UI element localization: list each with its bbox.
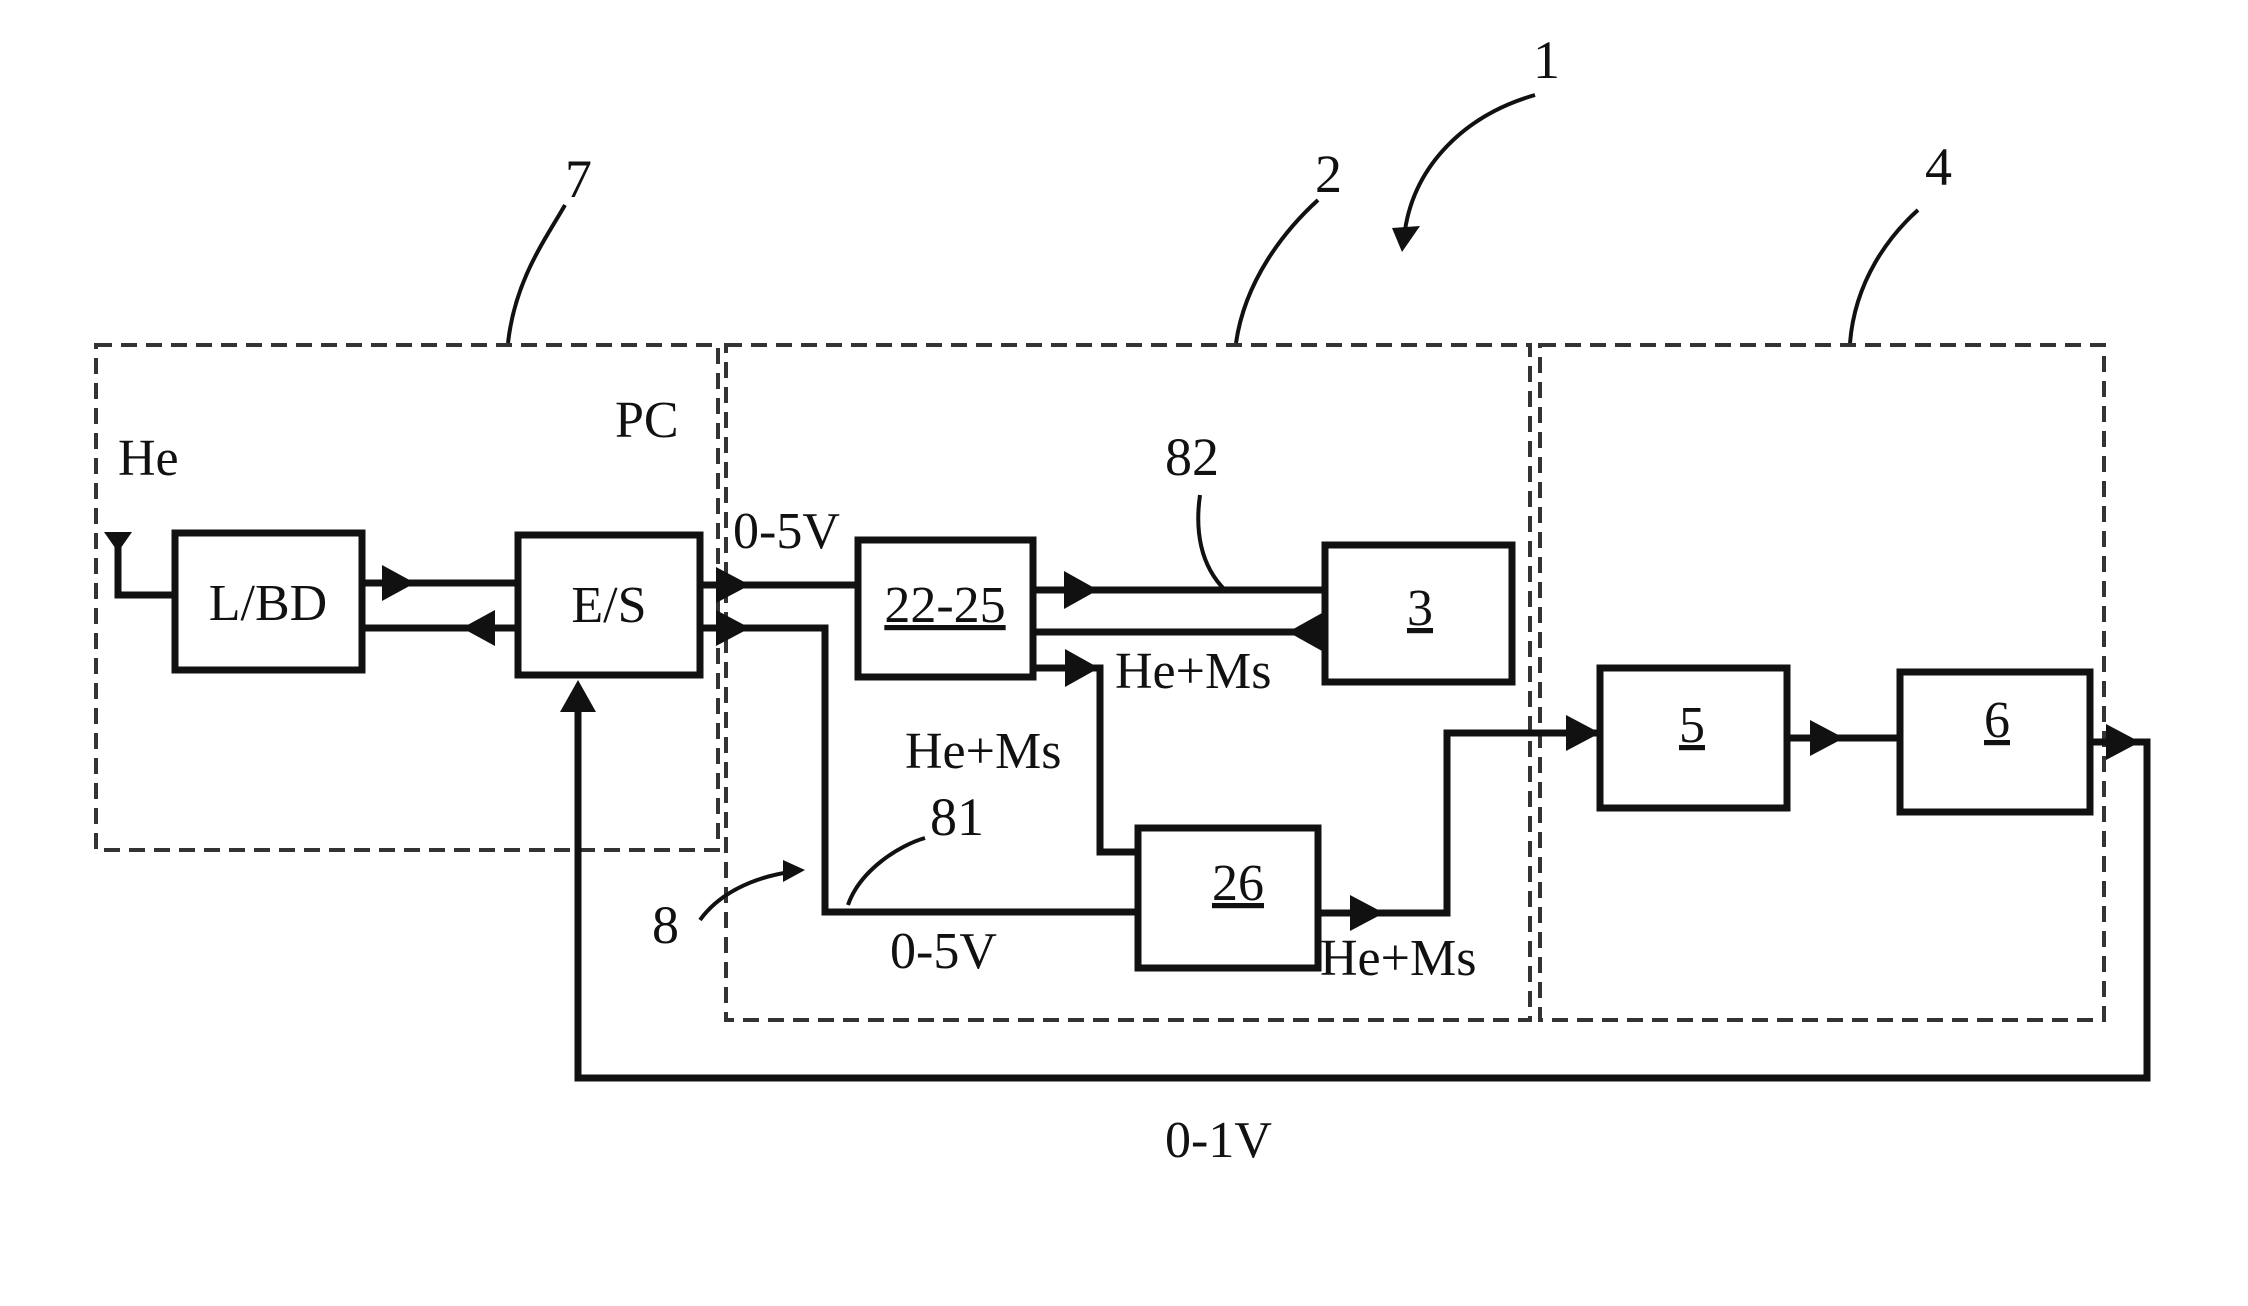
leader-1-arrowhead: [1392, 226, 1420, 252]
ref-82: 82: [1165, 427, 1219, 487]
arrow-5-to-6: [1810, 720, 1844, 756]
arrow-22-25-to-3: [1064, 571, 1098, 609]
label-he-ms-mid: He+Ms: [905, 723, 1061, 780]
arrow-lbd-to-es: [382, 565, 415, 601]
ref-7: 7: [565, 149, 592, 209]
ref-8: 8: [652, 895, 679, 955]
label-pc: PC: [615, 392, 679, 449]
arrow-feedback-into-es: [560, 680, 596, 712]
arrow-es-to-lbd: [462, 610, 495, 646]
label-he-ms-26: He+Ms: [1320, 930, 1476, 987]
antenna-wire: [118, 535, 175, 595]
block-3-label: 3: [1407, 580, 1433, 637]
block-lbd-label: L/BD: [209, 575, 327, 632]
arrow-es-to-22-25: [716, 567, 750, 603]
block-6-label: 6: [1984, 692, 2010, 749]
label-0-5v-top: 0-5V: [733, 503, 840, 560]
arrow-6-out: [2106, 724, 2140, 760]
label-he-ms-3: He+Ms: [1115, 643, 1271, 700]
antenna-arrowhead: [104, 532, 132, 552]
ref-4: 4: [1925, 137, 1952, 197]
arrow-into-5: [1566, 715, 1600, 751]
ref-2: 2: [1315, 144, 1342, 204]
label-0-5v-bottom: 0-5V: [890, 923, 997, 980]
leader-8-arrowhead: [783, 860, 805, 882]
arrow-26-out: [1350, 895, 1384, 931]
block-5-label: 5: [1679, 697, 1705, 754]
ref-81: 81: [930, 787, 984, 847]
leader-2: [1236, 200, 1318, 343]
leader-4: [1850, 210, 1918, 343]
label-he: He: [118, 430, 179, 487]
block-es-label: E/S: [571, 577, 646, 634]
block-26-label: 26: [1212, 855, 1264, 912]
leader-7: [508, 205, 565, 343]
wire-26-to-5: [1318, 733, 1598, 913]
leader-1: [1405, 95, 1535, 230]
leader-82: [1198, 495, 1225, 590]
arrow-22-25-out: [1065, 649, 1099, 687]
label-0-1v: 0-1V: [1165, 1112, 1272, 1169]
leader-8: [700, 872, 790, 920]
leader-81: [848, 838, 925, 905]
block-22-25-label: 22-25: [884, 577, 1005, 634]
arrow-3-to-22-25: [1288, 613, 1322, 651]
arrow-es-out-81: [716, 610, 750, 646]
ref-1: 1: [1533, 30, 1560, 90]
